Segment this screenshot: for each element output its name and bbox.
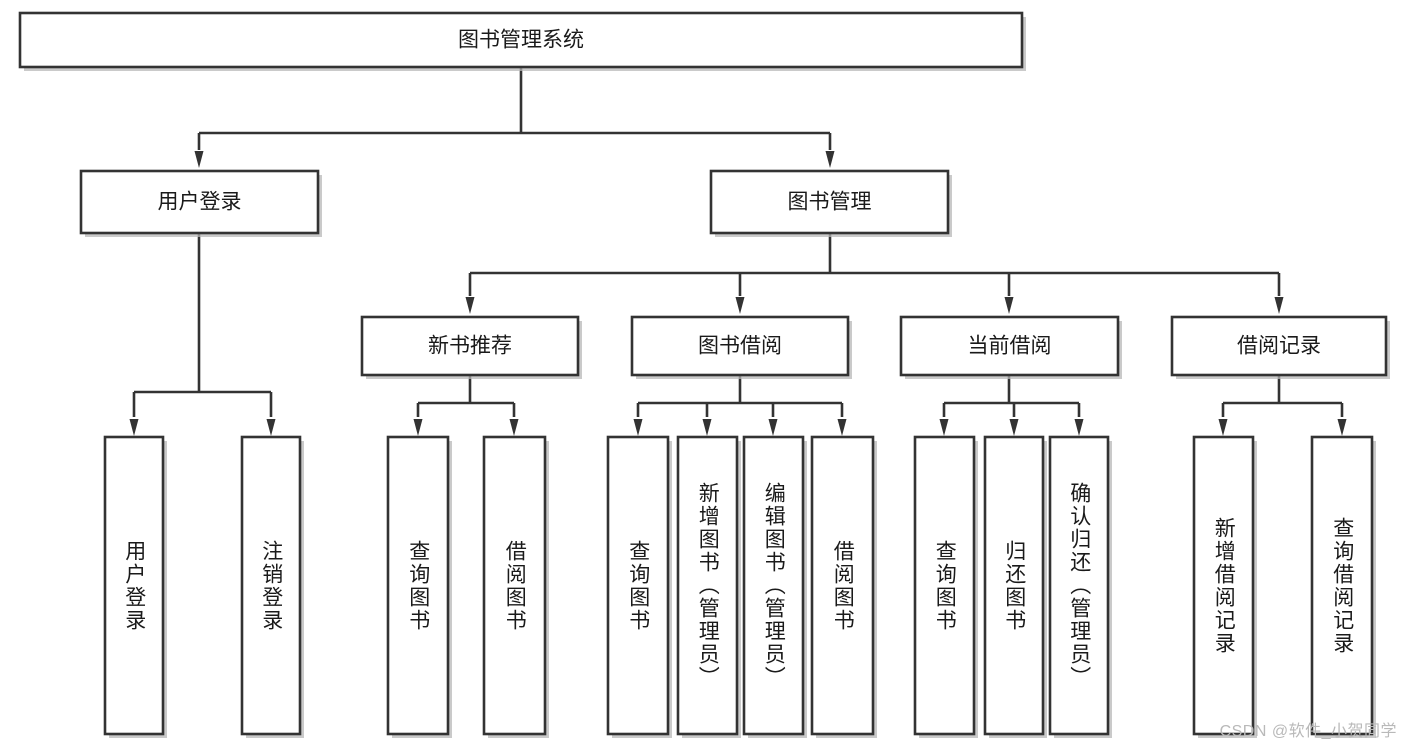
arrowhead-a-leaf-13 — [1337, 419, 1347, 436]
arrowhead-a-current — [1004, 297, 1014, 314]
node-box-leaf-confirm-return — [1048, 435, 1110, 736]
node-leaf-return-book[interactable] — [983, 435, 1047, 738]
node-box-leaf-user-logout — [240, 435, 302, 736]
node-box-login — [79, 169, 320, 235]
node-box-leaf-query-book-1 — [386, 435, 450, 736]
node-records[interactable]: 借阅记录 — [1170, 315, 1390, 379]
node-box-bookmgr — [709, 169, 950, 235]
node-box-current — [899, 315, 1120, 377]
arrowhead-a-newbook — [465, 297, 475, 314]
node-borrow[interactable]: 图书借阅 — [630, 315, 852, 379]
node-leaf-add-book[interactable] — [676, 435, 741, 738]
node-box-leaf-return-book — [983, 435, 1045, 736]
node-leaf-user-login[interactable] — [103, 435, 167, 738]
node-box-leaf-borrow-book-1 — [482, 435, 547, 736]
node-leaf-query-book-3[interactable] — [913, 435, 978, 738]
node-box-borrow — [630, 315, 850, 377]
watermark-text: CSDN @软件_小贺同学 — [1219, 723, 1397, 740]
arrowhead-a-leaf-7 — [768, 419, 778, 436]
node-leaf-add-record[interactable] — [1192, 435, 1257, 738]
node-box-leaf-query-book-2 — [606, 435, 670, 736]
node-label-current: 当前借阅 — [968, 335, 1052, 358]
node-label-records: 借阅记录 — [1237, 335, 1321, 358]
arrowhead-a-leaf-11 — [1074, 419, 1084, 436]
node-leaf-confirm-return[interactable] — [1048, 435, 1112, 738]
node-leaf-borrow-book-1[interactable] — [482, 435, 549, 738]
arrowhead-a-borrow — [735, 297, 745, 314]
arrowhead-a-leaf-10 — [1009, 419, 1019, 436]
node-leaf-borrow-book-2[interactable] — [810, 435, 877, 738]
node-login[interactable]: 用户登录 — [79, 169, 322, 237]
node-box-records — [1170, 315, 1388, 377]
arrowhead-a-leaf-8 — [837, 419, 847, 436]
node-box-leaf-query-book-3 — [913, 435, 976, 736]
arrowhead-a-leaf-3 — [413, 419, 423, 436]
arrowhead-a-leaf-9 — [939, 419, 949, 436]
connector-layer — [132, 67, 1344, 417]
node-leaf-user-logout[interactable] — [240, 435, 304, 738]
arrowhead-a-records — [1274, 297, 1284, 314]
node-box-leaf-user-login — [103, 435, 165, 736]
node-leaf-edit-book[interactable] — [742, 435, 807, 738]
node-box-leaf-add-record — [1192, 435, 1255, 736]
node-box-root — [18, 11, 1024, 69]
node-label-borrow: 图书借阅 — [698, 335, 782, 358]
arrowhead-a-bookmgr — [825, 151, 835, 168]
node-box-leaf-query-record — [1310, 435, 1374, 736]
node-label-root: 图书管理系统 — [458, 29, 584, 52]
arrowhead-a-leaf-6 — [702, 419, 712, 436]
node-box-leaf-edit-book — [742, 435, 805, 736]
node-box-leaf-add-book — [676, 435, 739, 736]
node-newbook[interactable]: 新书推荐 — [360, 315, 582, 379]
node-current[interactable]: 当前借阅 — [899, 315, 1122, 379]
node-bookmgr[interactable]: 图书管理 — [709, 169, 952, 237]
node-label-newbook: 新书推荐 — [428, 335, 512, 358]
arrowhead-a-leaf-5 — [633, 419, 643, 436]
arrowhead-a-leaf-2 — [266, 419, 276, 436]
node-leaf-query-book-1[interactable] — [386, 435, 452, 738]
arrowhead-a-leaf-12 — [1218, 419, 1228, 436]
arrowhead-a-leaf-4 — [509, 419, 519, 436]
node-root[interactable]: 图书管理系统 — [18, 11, 1026, 71]
node-label-bookmgr: 图书管理 — [788, 191, 872, 214]
arrowhead-a-login — [194, 151, 204, 168]
node-box-newbook — [360, 315, 580, 377]
arrowhead-a-leaf-1 — [129, 419, 139, 436]
arrow-layer — [129, 151, 1347, 436]
node-label-login: 用户登录 — [158, 191, 242, 214]
node-box-leaf-borrow-book-2 — [810, 435, 875, 736]
node-leaf-query-record[interactable] — [1310, 435, 1376, 738]
node-leaf-query-book-2[interactable] — [606, 435, 672, 738]
